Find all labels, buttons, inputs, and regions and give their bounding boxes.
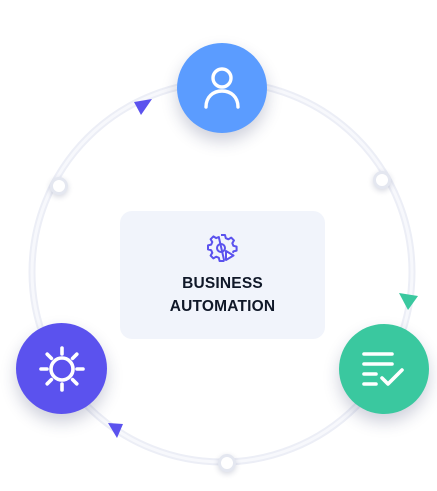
center-title: BUSINESS AUTOMATION	[169, 275, 276, 315]
ring-waypoint-left	[50, 177, 68, 195]
ring-waypoint-bottom	[218, 454, 236, 472]
checklist-icon	[362, 352, 404, 386]
center-card: BUSINESS AUTOMATION	[120, 211, 325, 339]
arrow-bottom-left-icon	[108, 423, 123, 438]
ring-waypoint-right	[373, 171, 391, 189]
user-node[interactable]	[177, 43, 267, 133]
arrow-right-icon	[399, 293, 418, 310]
arrow-top-left-icon	[134, 99, 152, 115]
tasks-node[interactable]	[339, 324, 429, 414]
gear-play-icon	[206, 234, 238, 262]
user-icon	[204, 67, 240, 109]
gear-icon	[38, 345, 85, 392]
settings-node[interactable]	[16, 323, 107, 414]
